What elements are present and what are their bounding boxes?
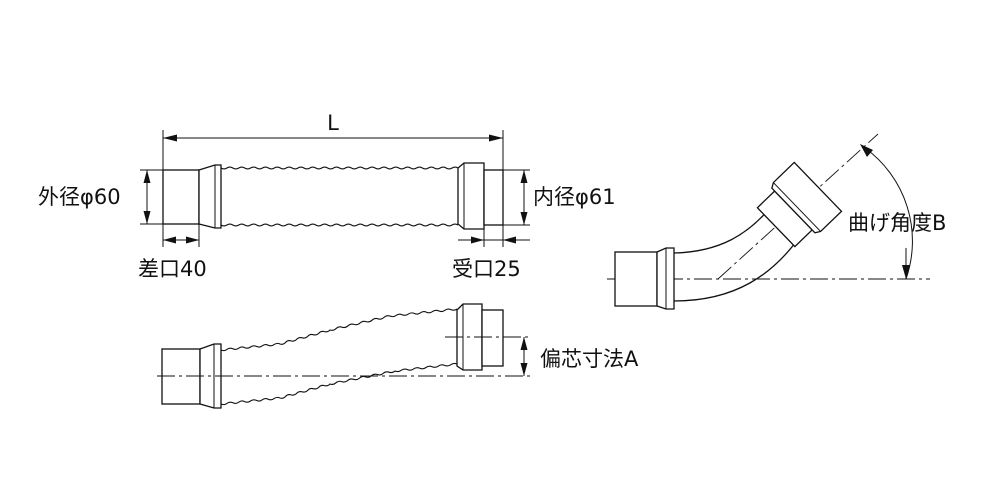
bent-pipe-view: 曲げ角度B — [607, 133, 946, 310]
offset-pipe-view: 偏芯寸法A — [157, 303, 639, 409]
bend-spigot-fitting — [614, 247, 675, 310]
length-dimension: L — [162, 111, 504, 170]
socket-length-dimension: 受口25 — [452, 225, 530, 281]
straight-pipe-view: L 外径φ60 — [38, 111, 616, 281]
bend-body-upper — [673, 207, 771, 254]
socket-label: 受口25 — [452, 257, 521, 281]
bend-socket-fitting — [756, 161, 843, 248]
socket-fitting — [457, 162, 504, 230]
spigot-length-dimension: 差口40 — [138, 224, 207, 281]
spigot-fitting — [162, 164, 222, 229]
inner-diameter-label: 内径φ61 — [533, 185, 616, 209]
corrugated-hose — [220, 166, 459, 227]
offset-label: 偏芯寸法A — [540, 347, 639, 371]
spigot-label: 差口40 — [138, 257, 207, 281]
inner-diameter-dimension: 内径φ61 — [503, 169, 616, 226]
bend-angle-label: 曲げ角度B — [848, 211, 946, 235]
offset-dimension: 偏芯寸法A — [520, 337, 639, 376]
bend-angle-dimension: 曲げ角度B — [848, 144, 946, 280]
bend-center-line-inclined — [717, 133, 879, 280]
outer-diameter-dimension: 外径φ60 — [38, 169, 163, 225]
outer-diameter-label: 外径φ60 — [38, 185, 121, 209]
bend-body-lower — [673, 234, 802, 302]
corrugated-hose-offset — [220, 308, 458, 406]
length-label: L — [327, 111, 339, 135]
